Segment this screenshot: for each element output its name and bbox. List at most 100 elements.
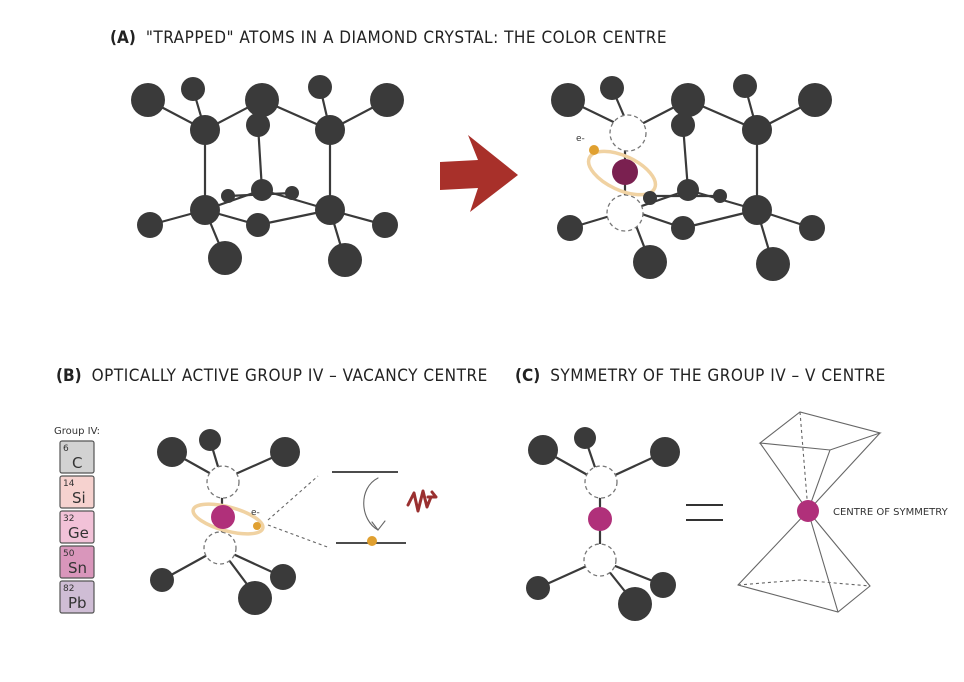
energy-level-diagram (267, 471, 438, 549)
carbon-atom (671, 113, 695, 137)
element-cell-bg (59, 440, 95, 474)
centre-of-symmetry-point (797, 500, 819, 522)
carbon-atom (799, 215, 825, 241)
electron-orbit (191, 502, 265, 536)
periodic-table-column: 6 C 14 Si 32 Ge 50 Sn 82 Pb (59, 440, 95, 614)
element-number: 14 (63, 479, 75, 489)
group-iv-vacancy-molecule: e- (150, 429, 300, 615)
carbon-atom (238, 581, 272, 615)
carbon-atom (600, 76, 624, 100)
element-symbol: Pb (68, 594, 87, 612)
carbon-atom (190, 195, 220, 225)
vacancy-site (609, 114, 647, 152)
carbon-atom (315, 115, 345, 145)
carbon-atom (756, 247, 790, 281)
element-cell-si: 14 Si (59, 475, 95, 509)
carbon-atom (677, 179, 699, 201)
carbon-atom (245, 83, 279, 117)
electron (253, 522, 261, 530)
carbon-atom (246, 113, 270, 137)
carbon-atom (157, 437, 187, 467)
electron-label: e- (576, 134, 585, 144)
panel-c-title: SYMMETRY OF THE GROUP IV – V CENTRE (550, 366, 886, 386)
electron (367, 536, 377, 546)
element-cell-pb: 82 Pb (59, 580, 95, 614)
panel-b-title: OPTICALLY ACTIVE GROUP IV – VACANCY CENT… (91, 366, 488, 386)
carbon-atom (557, 215, 583, 241)
vacancy-site (583, 543, 617, 577)
electron (589, 145, 599, 155)
carbon-atom (181, 77, 205, 101)
element-number: 50 (63, 549, 75, 559)
equals-sign (686, 504, 723, 521)
element-cell-ge: 32 Ge (59, 510, 95, 544)
vacancy-site (606, 194, 644, 232)
group-iv-label: Group IV: (54, 426, 100, 437)
electron-orbit (586, 149, 658, 197)
carbon-atom (733, 74, 757, 98)
carbon-atom (574, 427, 596, 449)
element-cell-bg (59, 510, 95, 544)
element-cell-c: 6 C (59, 440, 95, 474)
element-symbol: Sn (68, 559, 87, 577)
element-number: 6 (63, 444, 69, 454)
carbon-atom (713, 189, 727, 203)
element-symbol: Si (72, 489, 86, 507)
element-number: 32 (63, 514, 74, 524)
impurity-atom (211, 505, 235, 529)
electron-label: e- (251, 508, 260, 518)
transform-arrow (440, 135, 518, 212)
carbon-atom (798, 83, 832, 117)
impurity-atom (588, 507, 612, 531)
carbon-atom (328, 243, 362, 277)
carbon-atom (643, 191, 657, 205)
panel-b-letter: (B) (56, 366, 82, 386)
carbon-atom (633, 245, 667, 279)
panel-a-letter: (A) (110, 28, 136, 48)
element-cell-sn: 50 Sn (59, 545, 95, 579)
carbon-atom (671, 216, 695, 240)
carbon-atom (190, 115, 220, 145)
panel-c-heading: (C) SYMMETRY OF THE GROUP IV – V CENTRE (515, 366, 886, 386)
carbon-atom (270, 437, 300, 467)
symmetric-centre-molecule (526, 427, 680, 621)
panel-a-heading: (A) "TRAPPED" ATOMS IN A DIAMOND CRYSTAL:… (110, 28, 667, 48)
double-cone-symmetry-sketch: CENTRE OF SYMMETRY (737, 411, 949, 613)
carbon-atom (372, 212, 398, 238)
element-cell-bg (59, 580, 95, 614)
carbon-atom (285, 186, 299, 200)
carbon-atom (137, 212, 163, 238)
impurity-atom (612, 159, 638, 185)
photon-emission-icon (406, 489, 438, 513)
carbon-atoms (131, 75, 404, 277)
carbon-atom (528, 435, 558, 465)
carbon-atom (246, 213, 270, 237)
carbon-atom (150, 568, 174, 592)
color-centre-lattice: e- (551, 74, 832, 281)
carbon-atom (208, 241, 242, 275)
centre-of-symmetry-label: CENTRE OF SYMMETRY (833, 507, 949, 518)
carbon-atom (551, 83, 585, 117)
carbon-atom (270, 564, 296, 590)
carbon-atom (251, 179, 273, 201)
carbon-atoms-right (551, 74, 832, 281)
carbon-atom (221, 189, 235, 203)
carbon-atom (315, 195, 345, 225)
vacancy-site (203, 531, 237, 565)
carbon-atom (199, 429, 221, 451)
pristine-lattice (131, 75, 404, 277)
carbon-atom (671, 83, 705, 117)
carbon-atom (131, 83, 165, 117)
carbon-atom (650, 437, 680, 467)
vacancy-site (206, 465, 240, 499)
panel-b-heading: (B) OPTICALLY ACTIVE GROUP IV – VACANCY C… (56, 366, 488, 386)
vacancy-site (584, 465, 618, 499)
element-cell-bg (59, 475, 95, 509)
carbon-atom (308, 75, 332, 99)
panel-a-title: "TRAPPED" ATOMS IN A DIAMOND CRYSTAL: TH… (145, 28, 668, 48)
panel-c-letter: (C) (515, 366, 541, 386)
carbon-atom (618, 587, 652, 621)
carbon-atom (650, 572, 676, 598)
carbon-atom (742, 115, 772, 145)
